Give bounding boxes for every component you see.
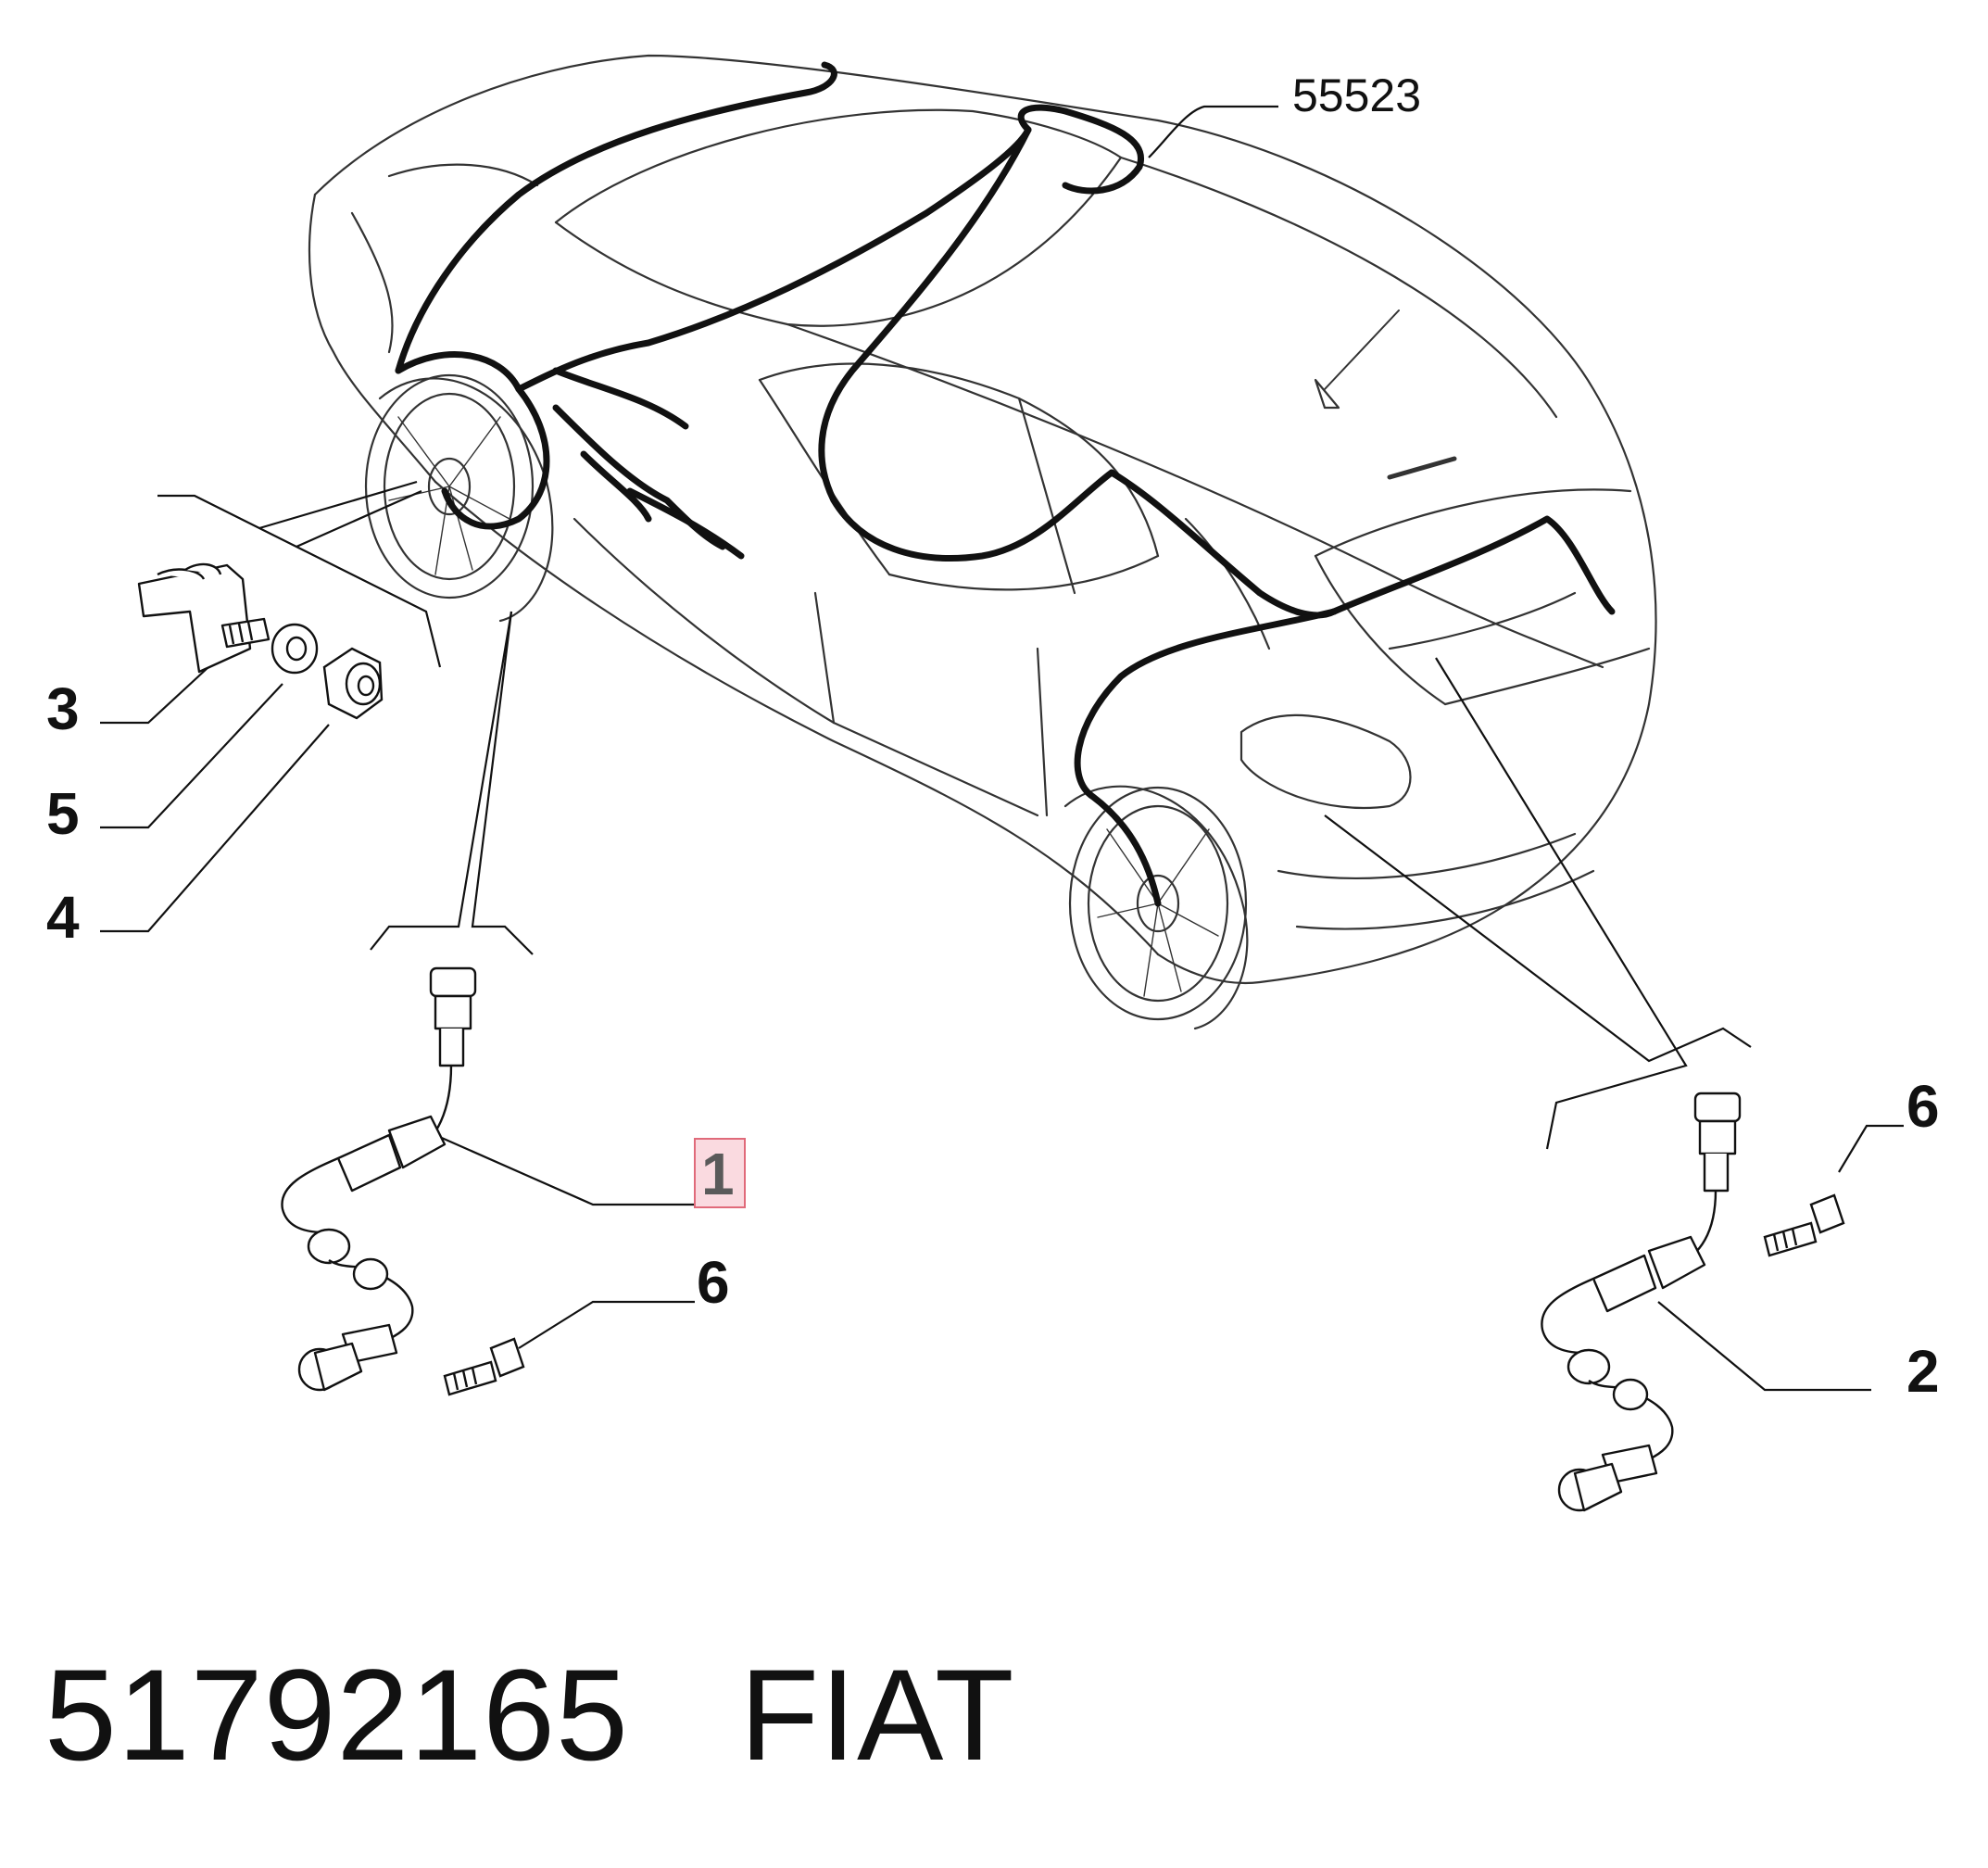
callout-2: 2 [1906, 1338, 1940, 1405]
bracket-part [137, 562, 271, 674]
brand-name: FIAT [739, 1642, 1015, 1787]
washer-part [271, 623, 319, 675]
sensor-right-part [1541, 1092, 1742, 1512]
leader-lines [100, 105, 1904, 1392]
car-body-outline [308, 54, 1657, 1030]
bolt-left-part [443, 1337, 525, 1396]
nut-part [322, 647, 384, 720]
bolt-right-part [1763, 1193, 1845, 1257]
callout-4: 4 [46, 884, 80, 951]
highlight-box [694, 1138, 746, 1208]
callout-5: 5 [46, 780, 80, 847]
wiring-harness [395, 61, 1616, 907]
callout-6-left: 6 [697, 1249, 730, 1316]
part-number: 51792165 [44, 1642, 629, 1787]
callout-6-right: 6 [1906, 1073, 1940, 1140]
callout-3: 3 [46, 675, 80, 742]
callout-ref-55523: 55523 [1292, 69, 1422, 121]
callout-1: 1 [701, 1141, 735, 1207]
part-caption: 51792165 FIAT [44, 1640, 1015, 1790]
sensor-left-part [281, 966, 477, 1392]
